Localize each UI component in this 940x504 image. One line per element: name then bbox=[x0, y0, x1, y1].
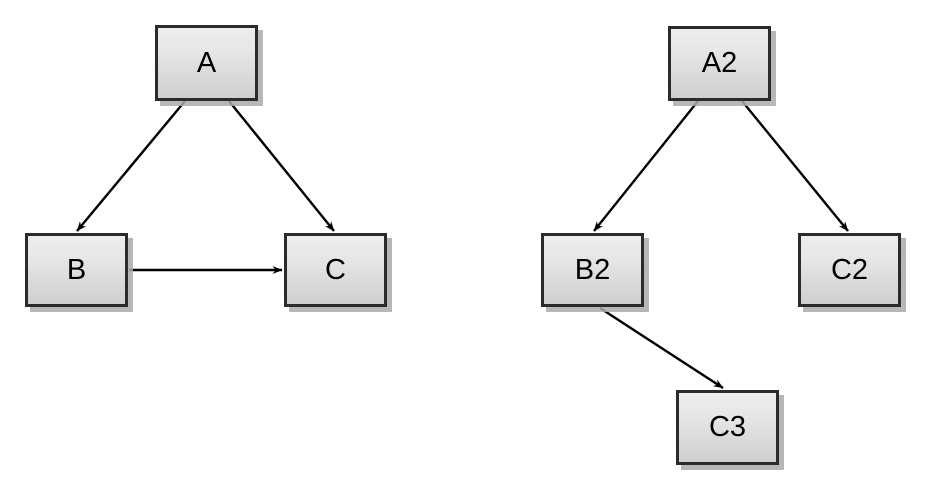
node-label: C2 bbox=[830, 253, 869, 286]
node-c3[interactable]: C3 bbox=[676, 390, 779, 465]
node-label: A2 bbox=[701, 47, 738, 79]
edge-b2-to-c3 bbox=[599, 306, 724, 390]
edges-group bbox=[76, 100, 849, 390]
node-label: B bbox=[66, 253, 87, 286]
edge-a2-to-c2 bbox=[741, 100, 849, 232]
node-a2[interactable]: A2 bbox=[668, 26, 771, 101]
node-a[interactable]: A bbox=[155, 25, 258, 101]
node-label: B2 bbox=[574, 253, 611, 286]
node-label: C bbox=[325, 253, 346, 286]
node-label: A bbox=[196, 46, 217, 79]
node-c[interactable]: C bbox=[284, 233, 387, 307]
edge-a2-to-b2 bbox=[593, 100, 699, 232]
node-b2[interactable]: B2 bbox=[541, 233, 644, 307]
node-c2[interactable]: C2 bbox=[798, 233, 901, 307]
edge-a-to-c bbox=[228, 100, 335, 232]
node-label: C3 bbox=[708, 411, 747, 443]
edge-a-to-b bbox=[76, 100, 186, 232]
node-b[interactable]: B bbox=[25, 233, 128, 307]
